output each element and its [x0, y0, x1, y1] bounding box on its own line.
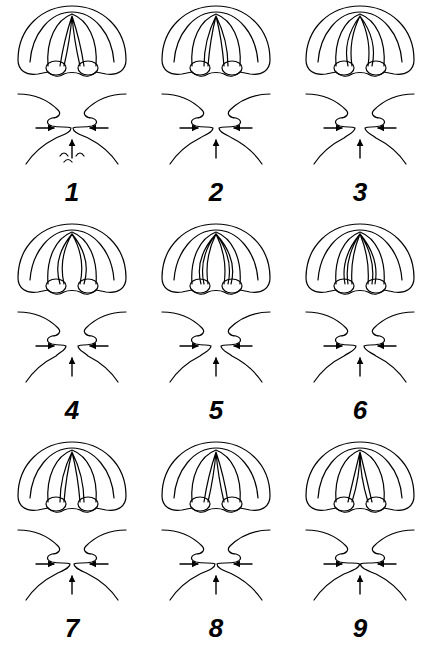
vocal-fold-panel — [162, 6, 270, 164]
panel-number: 6 — [353, 397, 367, 423]
vocal-fold-panel — [162, 442, 270, 600]
vocal-fold-panel — [18, 224, 126, 382]
panel-number: 2 — [209, 179, 223, 205]
panel-number: 4 — [65, 397, 79, 423]
vocal-fold-panel — [306, 224, 414, 382]
panel-number: 9 — [353, 615, 367, 641]
vocal-fold-panel — [306, 6, 414, 164]
panel-number: 3 — [353, 179, 367, 205]
panel-number: 1 — [65, 179, 79, 205]
panel-number: 7 — [65, 615, 79, 641]
vocal-fold-panel — [306, 442, 414, 600]
vocal-fold-panel — [162, 224, 270, 382]
vocal-fold-panel — [18, 442, 126, 600]
vocal-fold-panel — [18, 6, 126, 164]
panel-number: 5 — [209, 397, 223, 423]
panel-number: 8 — [209, 615, 223, 641]
